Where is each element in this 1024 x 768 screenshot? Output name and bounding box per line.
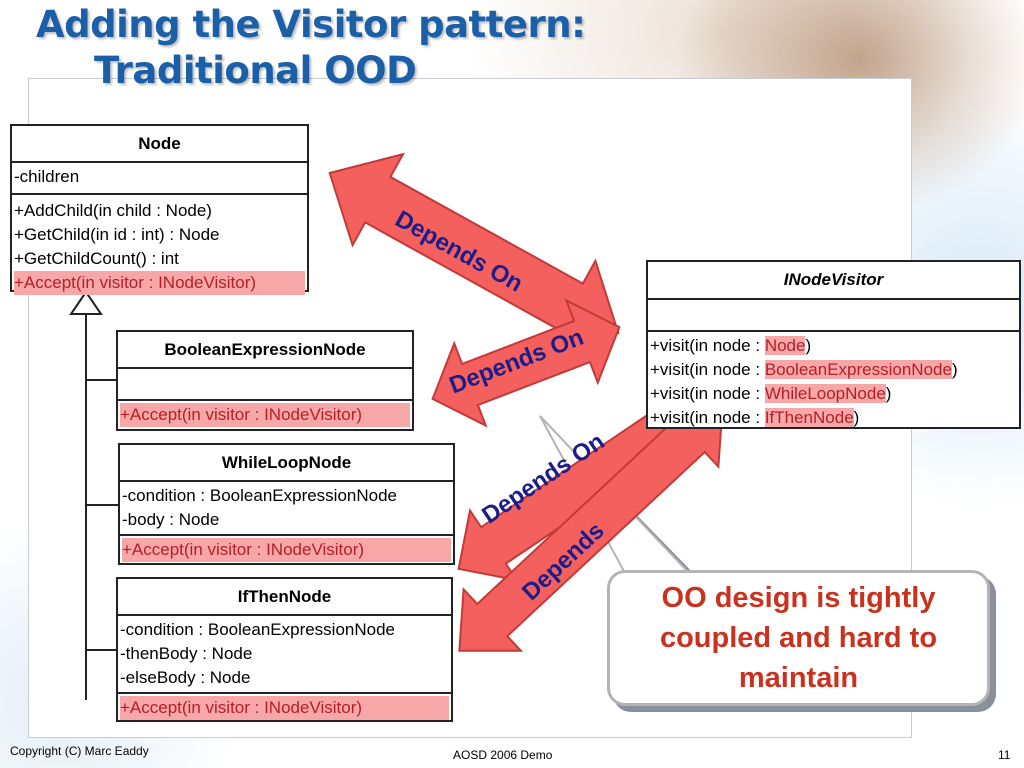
attributes-section — [648, 300, 1019, 332]
attribute-row: -children — [14, 167, 80, 186]
if-then-class-box: IfThenNode -condition : BooleanExpressio… — [116, 577, 453, 722]
visit-suffix: ) — [885, 384, 892, 403]
visit-type: BooleanExpressionNode — [764, 360, 952, 379]
footer-title: AOSD 2006 Demo — [453, 748, 553, 762]
methods-section: +visit(in node : Node) +visit(in node : … — [648, 332, 1019, 432]
attributes-section: -condition : BooleanExpressionNode -then… — [118, 616, 451, 694]
page-number: 11 — [998, 748, 1011, 762]
accept-method-row: +Accept(in visitor : INodeVisitor) — [122, 538, 451, 562]
visit-type: IfThenNode — [764, 408, 854, 427]
depends-arrow-1 — [328, 152, 620, 354]
accept-method-row: +Accept(in visitor : INodeVisitor) — [120, 696, 449, 720]
boolean-expression-class-box: BooleanExpressionNode +Accept(in visitor… — [116, 330, 414, 431]
title-line-1: Adding the Visitor pattern: — [36, 3, 586, 46]
class-name: WhileLoopNode — [120, 445, 453, 482]
accept-method-row: +Accept(in visitor : INodeVisitor) — [14, 271, 305, 295]
visit-prefix: +visit(in node : — [650, 384, 765, 403]
callout-box: OO design is tightly coupled and hard to… — [607, 570, 990, 706]
attribute-row: -elseBody : Node — [120, 668, 251, 687]
attributes-section: -children — [12, 163, 307, 195]
method-row: +GetChildCount() : int — [14, 249, 179, 268]
visit-suffix: ) — [853, 408, 860, 427]
methods-section: +Accept(in visitor : INodeVisitor) — [118, 401, 412, 429]
accept-method-row: +Accept(in visitor : INodeVisitor) — [120, 403, 410, 427]
visit-prefix: +visit(in node : — [650, 408, 765, 427]
visit-method-row: +visit(in node : BooleanExpressionNode) — [650, 358, 1017, 382]
depends-arrow-2 — [431, 298, 621, 428]
visit-suffix: ) — [805, 336, 812, 355]
attribute-row: -condition : BooleanExpressionNode — [120, 620, 396, 639]
attributes-section — [118, 369, 412, 401]
class-name: INodeVisitor — [648, 262, 1019, 300]
node-class-box: Node -children +AddChild(in child : Node… — [10, 124, 309, 295]
method-row: +GetChild(in id : int) : Node — [14, 225, 220, 244]
attributes-section: -condition : BooleanExpressionNode -body… — [120, 482, 453, 536]
attribute-row: -body : Node — [122, 510, 220, 529]
visit-method-row: +visit(in node : WhileLoopNode) — [650, 382, 1017, 406]
visit-prefix: +visit(in node : — [650, 360, 765, 379]
attribute-row: -thenBody : Node — [120, 644, 253, 663]
class-name: IfThenNode — [118, 579, 451, 616]
methods-section: +Accept(in visitor : INodeVisitor) — [118, 694, 451, 722]
visit-suffix: ) — [951, 360, 958, 379]
callout-text: OO design is tightly coupled and hard to… — [659, 582, 938, 694]
visit-method-row: +visit(in node : Node) — [650, 334, 1017, 358]
attribute-row: -condition : BooleanExpressionNode — [122, 486, 398, 505]
inheritance-lines — [85, 314, 120, 700]
visit-method-row: +visit(in node : IfThenNode) — [650, 406, 1017, 430]
footer-copyright: Copyright (C) Marc Eaddy — [10, 744, 149, 758]
class-name: BooleanExpressionNode — [118, 332, 412, 369]
title-line-2: Traditional OOD — [94, 49, 417, 92]
methods-section: +AddChild(in child : Node) +GetChild(in … — [12, 195, 307, 297]
inheritance-triangle — [69, 290, 103, 315]
visit-type: Node — [764, 336, 806, 355]
methods-section: +Accept(in visitor : INodeVisitor) — [120, 536, 453, 564]
slide-title: Adding the Visitor pattern: Traditional … — [36, 2, 586, 94]
method-row: +AddChild(in child : Node) — [14, 201, 212, 220]
visit-type: WhileLoopNode — [764, 384, 886, 403]
while-loop-class-box: WhileLoopNode -condition : BooleanExpres… — [118, 443, 455, 565]
inode-visitor-class-box: INodeVisitor +visit(in node : Node) +vis… — [646, 260, 1021, 429]
visit-prefix: +visit(in node : — [650, 336, 765, 355]
class-name: Node — [12, 126, 307, 163]
